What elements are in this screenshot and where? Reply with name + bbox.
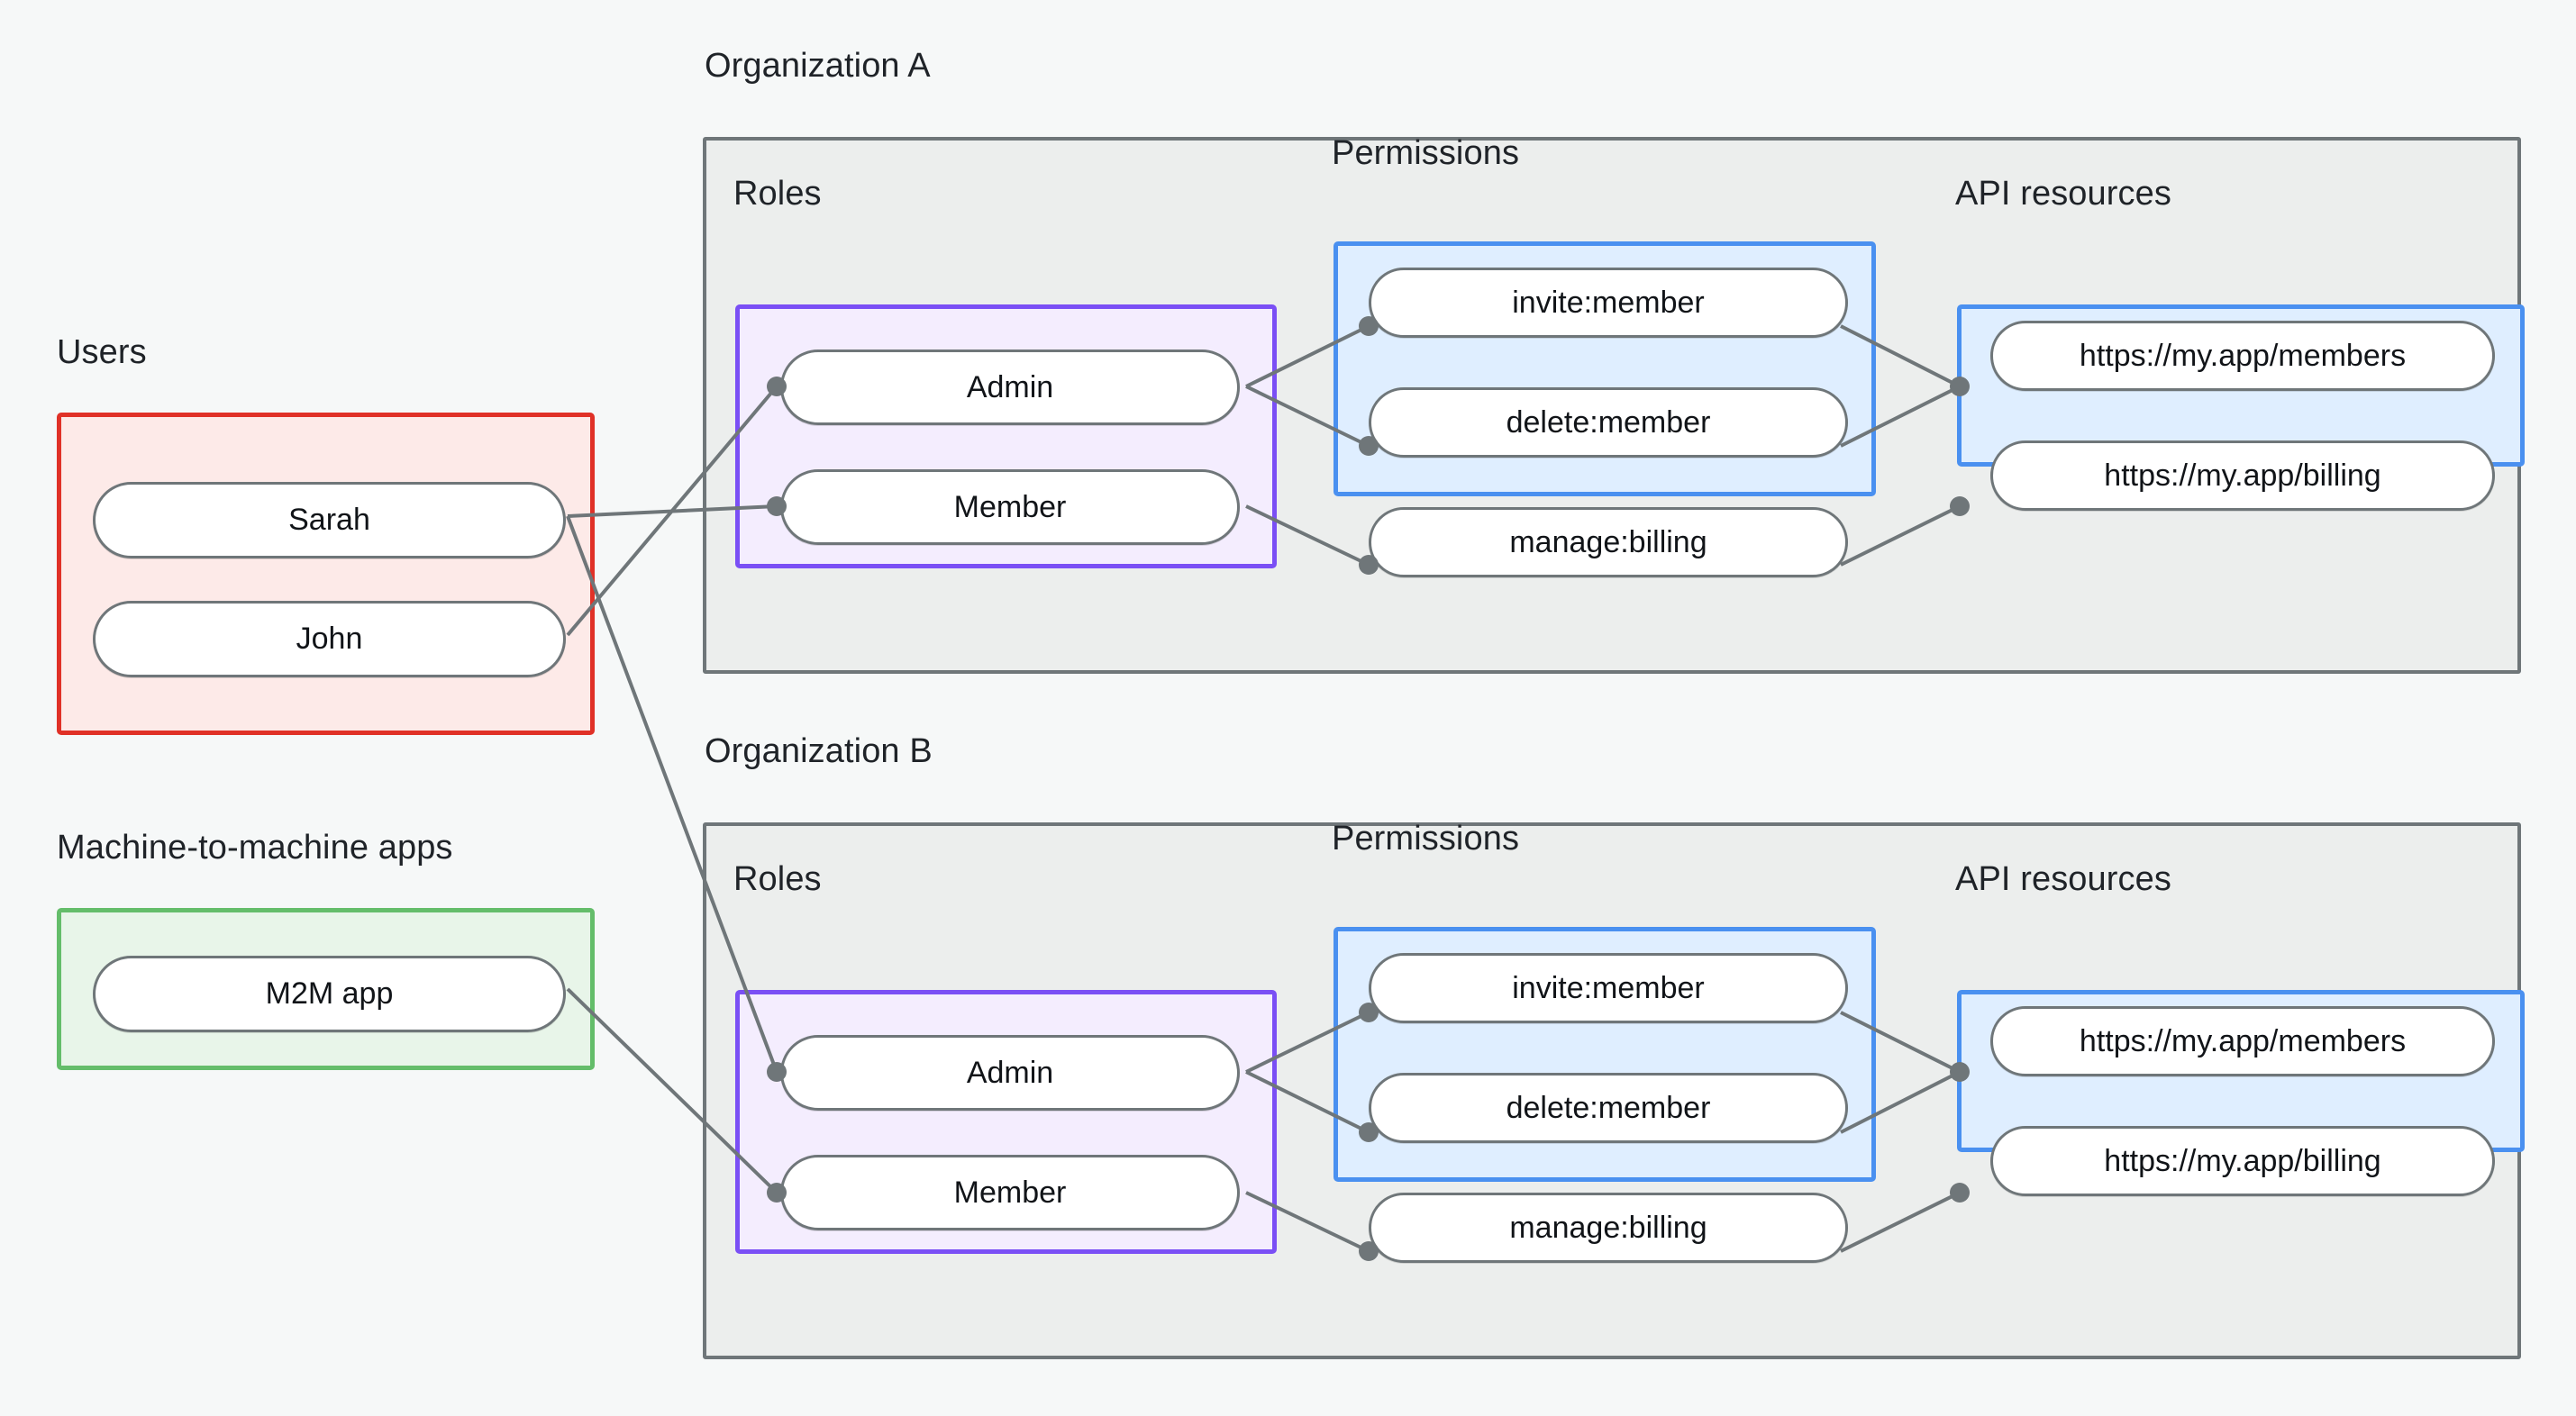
organization-b-box: Roles Admin Member Permissions invite:me… [703, 820, 2525, 1359]
orga-api-resources-label: API resources [1955, 175, 2171, 213]
orgb-permissions-label: Permissions [1332, 820, 1520, 858]
orgb-api-pill-members[interactable]: https://my.app/members [1990, 1006, 2495, 1076]
orgb-roles-box: Admin Member [735, 990, 1277, 1254]
user-pill-john[interactable]: John [93, 601, 566, 677]
orgb-permission-pill-delete-member[interactable]: delete:member [1369, 1073, 1848, 1143]
orga-permission-pill-delete-member[interactable]: delete:member [1369, 387, 1848, 458]
orga-permission-pill-invite-member[interactable]: invite:member [1369, 268, 1848, 338]
orgb-roles-label: Roles [733, 860, 822, 898]
orga-permission-pill-manage-billing[interactable]: manage:billing [1369, 507, 1848, 577]
orga-roles-box: Admin Member [735, 304, 1277, 568]
orgb-permissions-box: invite:member delete:member manage:billi… [1334, 927, 1876, 1263]
organization-a-box: Roles Admin Member Permissions invite:me… [703, 134, 2525, 674]
orgb-role-pill-member[interactable]: Member [780, 1155, 1240, 1230]
users-group-label: Users [57, 333, 147, 371]
orgb-api-resources-label: API resources [1955, 860, 2171, 898]
users-group-box: Sarah John [57, 413, 595, 735]
user-pill-sarah[interactable]: Sarah [93, 482, 566, 558]
orga-api-pill-members[interactable]: https://my.app/members [1990, 321, 2495, 391]
m2m-group-box: M2M app [57, 908, 595, 1070]
orgb-role-pill-admin[interactable]: Admin [780, 1035, 1240, 1111]
m2m-pill-app[interactable]: M2M app [93, 956, 566, 1032]
organization-a-label: Organization A [705, 47, 931, 85]
orga-api-resources-box: https://my.app/members https://my.app/bi… [1957, 304, 2525, 511]
orga-permissions-label: Permissions [1332, 134, 1520, 172]
orgb-permission-pill-invite-member[interactable]: invite:member [1369, 953, 1848, 1023]
organization-b-label: Organization B [705, 732, 933, 770]
m2m-group-label: Machine-to-machine apps [57, 829, 453, 867]
orga-api-pill-billing[interactable]: https://my.app/billing [1990, 440, 2495, 511]
orga-permissions-box: invite:member delete:member manage:billi… [1334, 241, 1876, 577]
orga-role-pill-member[interactable]: Member [780, 469, 1240, 545]
orgb-api-resources-box: https://my.app/members https://my.app/bi… [1957, 990, 2525, 1196]
orga-role-pill-admin[interactable]: Admin [780, 349, 1240, 425]
orgb-api-pill-billing[interactable]: https://my.app/billing [1990, 1126, 2495, 1196]
orga-roles-label: Roles [733, 175, 822, 213]
orgb-permission-pill-manage-billing[interactable]: manage:billing [1369, 1193, 1848, 1263]
